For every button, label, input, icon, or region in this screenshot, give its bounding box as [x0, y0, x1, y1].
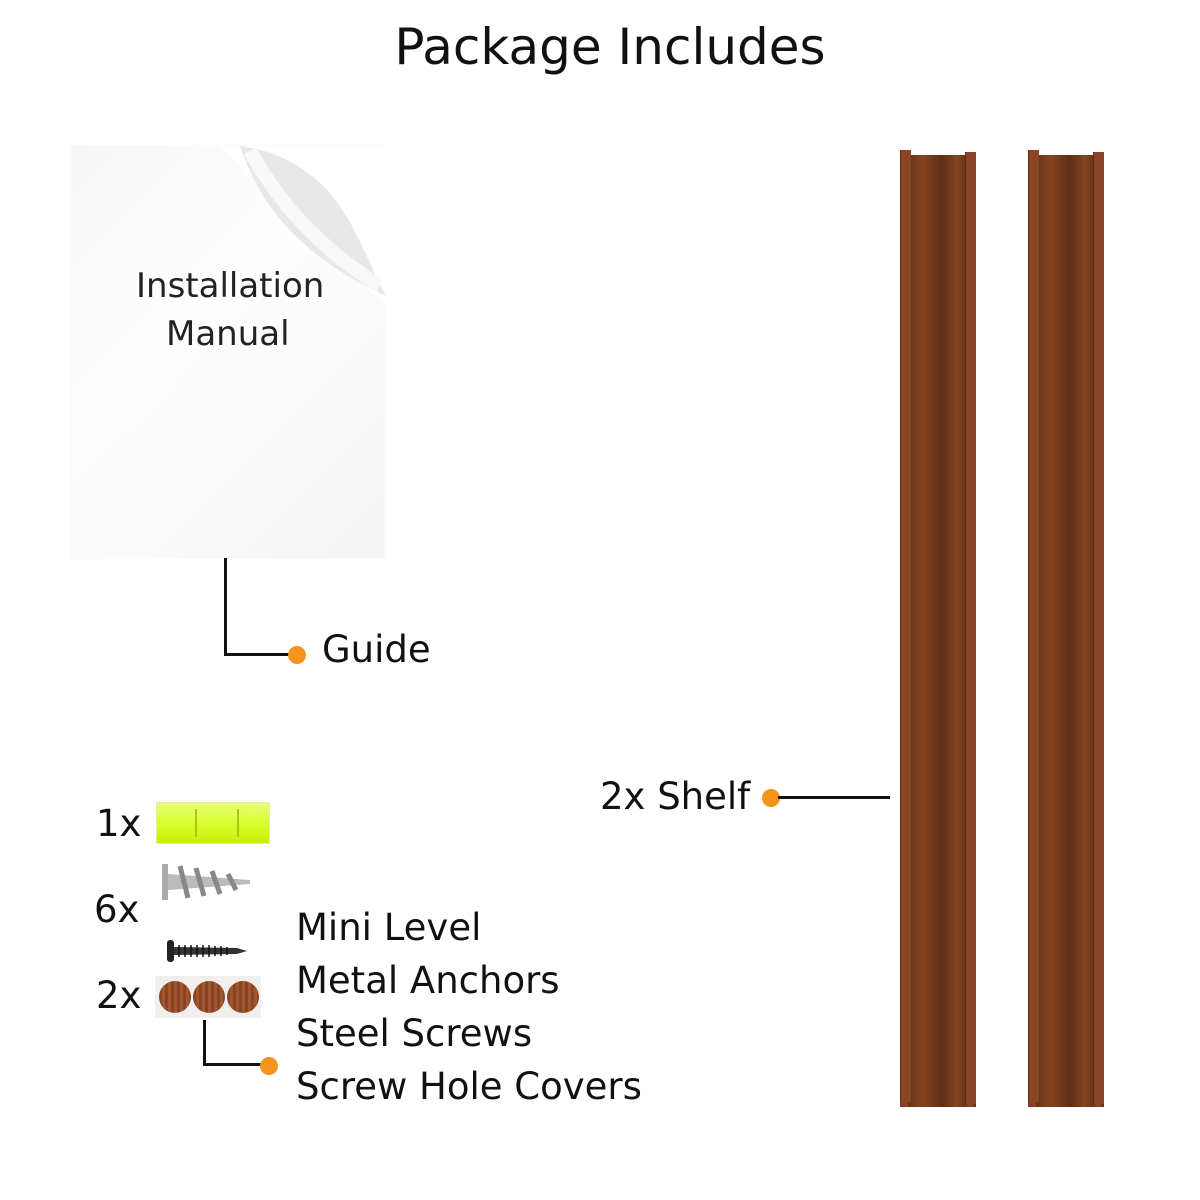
manual-title-line1: Installation	[136, 266, 325, 306]
manual-title-line2: Manual	[166, 314, 290, 354]
cover-icon	[227, 981, 259, 1013]
screw-hole-covers-image	[155, 976, 261, 1018]
mini-level-image	[156, 802, 270, 844]
steel-screw-icon	[167, 940, 247, 962]
shelf-connector-line	[778, 796, 890, 799]
steel-screws-label: Steel Screws	[296, 1012, 533, 1055]
page-curl-icon	[220, 146, 386, 306]
hardware-connector-line	[203, 1020, 206, 1066]
mini-level-label: Mini Level	[296, 906, 482, 949]
hardware-connector-line	[203, 1063, 263, 1066]
guide-label: Guide	[322, 628, 431, 671]
guide-connector-line	[224, 653, 290, 656]
level-quantity: 1x	[96, 802, 142, 845]
shelf-callout-dot	[762, 789, 780, 807]
shelf-image	[900, 150, 976, 1107]
metal-anchors-label: Metal Anchors	[296, 959, 560, 1002]
guide-callout-dot	[288, 646, 306, 664]
cover-icon	[193, 981, 225, 1013]
shelf-label: 2x Shelf	[600, 775, 751, 818]
covers-quantity: 2x	[96, 974, 142, 1017]
metal-anchor-icon	[162, 864, 250, 900]
cover-icon	[159, 981, 191, 1013]
anchors-screws-quantity: 6x	[94, 888, 140, 931]
screw-hole-covers-label: Screw Hole Covers	[296, 1065, 642, 1108]
hardware-callout-dot	[260, 1057, 278, 1075]
guide-connector-line	[224, 558, 227, 656]
shelf-image	[1028, 150, 1104, 1107]
page-title: Package Includes	[394, 18, 826, 76]
